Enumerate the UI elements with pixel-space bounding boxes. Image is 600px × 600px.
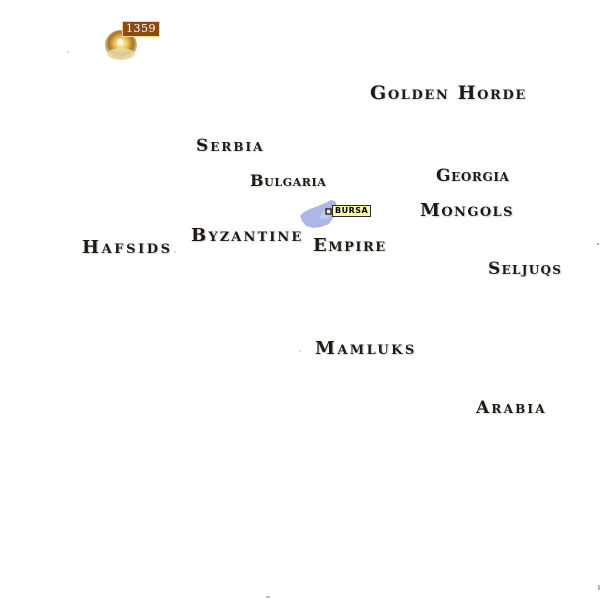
region-label-serbia: Serbia xyxy=(196,136,265,156)
region-label-arabia: Arabia xyxy=(476,398,547,418)
city-label-bursa[interactable]: BURSA xyxy=(332,205,372,217)
region-label-seljuqs: Seljuqs xyxy=(488,259,563,279)
map-speck xyxy=(299,350,301,352)
region-label-byzantine: Byzantine xyxy=(191,225,304,246)
map-speck xyxy=(597,243,599,245)
city-marker-icon[interactable] xyxy=(325,208,332,215)
region-label-hafsids: Hafsids xyxy=(82,237,173,258)
year-badge: 1359 xyxy=(122,21,160,37)
region-label-georgia: Georgia xyxy=(436,166,510,186)
map-speck xyxy=(174,251,176,253)
region-label-golden-horde: Golden Horde xyxy=(370,82,527,104)
region-label-bulgaria: Bulgaria xyxy=(250,171,327,190)
sun-icon[interactable] xyxy=(105,30,137,60)
ottoman-territory[interactable] xyxy=(300,200,337,228)
map-speck xyxy=(67,51,69,53)
region-label-mongols: Mongols xyxy=(420,200,514,221)
region-label-mamluks: Mamluks xyxy=(315,338,417,359)
region-label-empire: Empire xyxy=(313,235,387,256)
